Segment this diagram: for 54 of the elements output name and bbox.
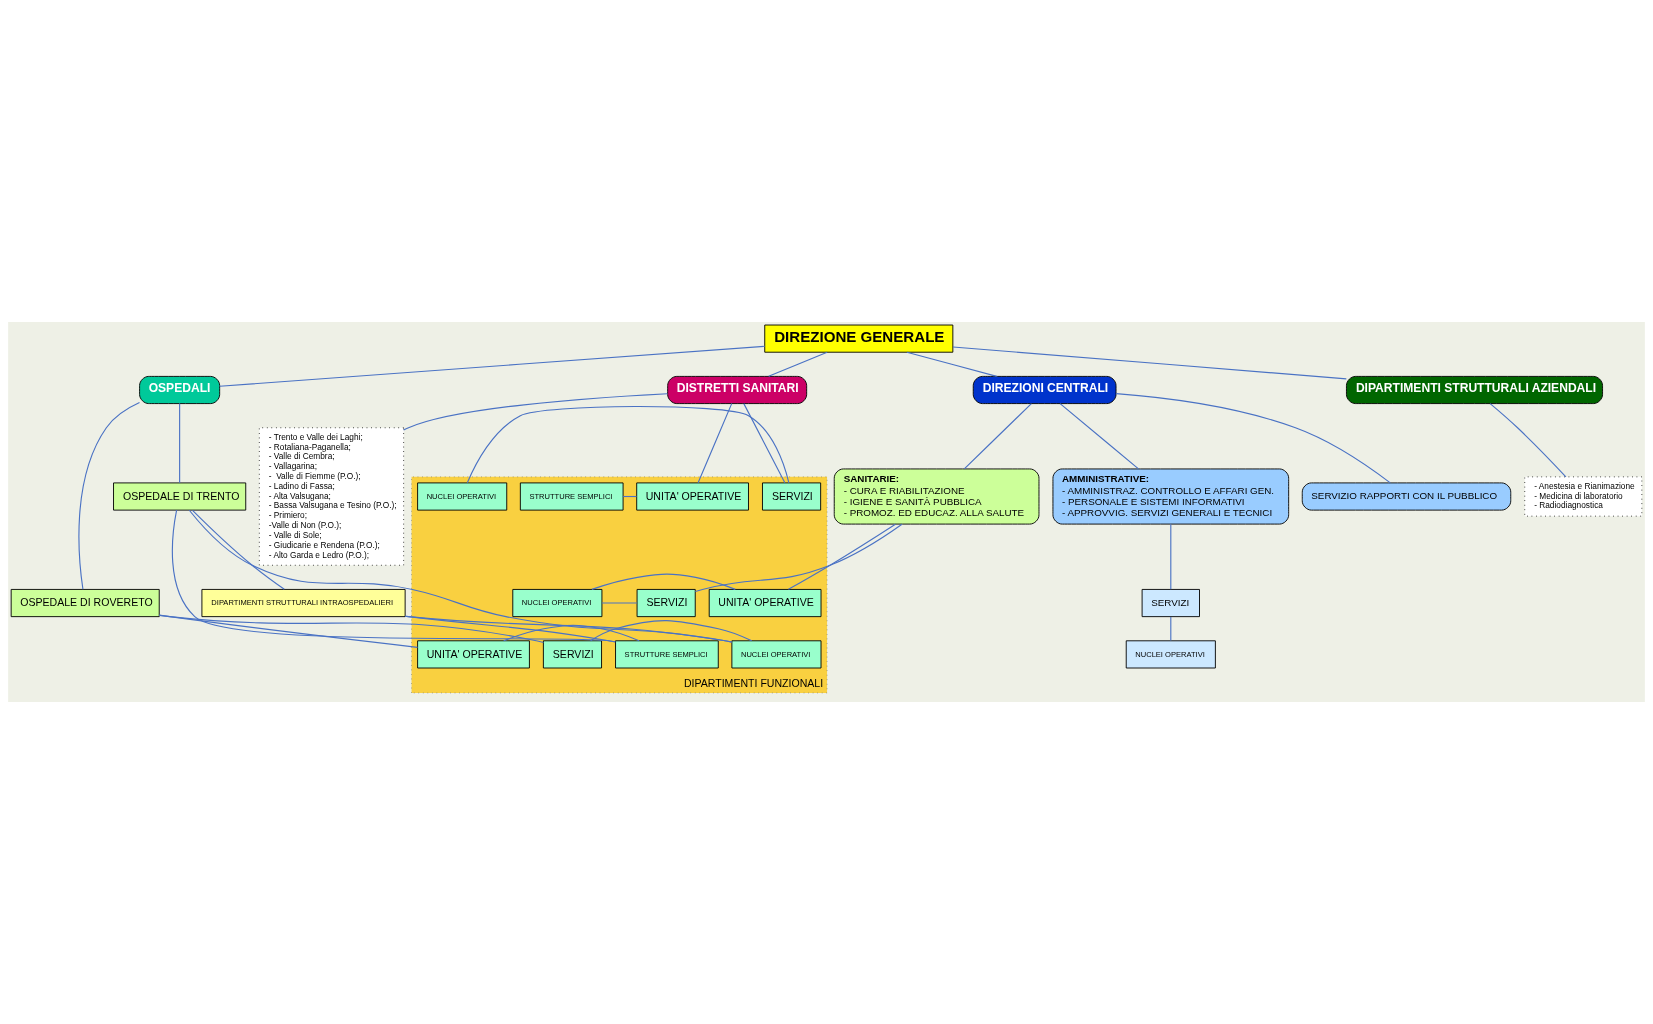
connector — [768, 351, 828, 377]
node-box: - Trento e Valle dei Laghi; - Rotaliana-Paganella; - Valle di Cembra; - Vallagarina; - Valle di Fiemme (P.O.); - Ladino di Fassa; - Alta Valsugana; - Bassa Valsugana e Tesino (P.O.); - Primiero; -Valle di Non (P.O.); - Valle di Sole; - Giudicarie e Rendena (P.O.); - Alto Garda e Ledro (P.O.); — [258, 427, 405, 566]
connector — [404, 615, 616, 643]
node-box: SERVIZI — [762, 482, 822, 511]
node-box: SERVIZI — [1141, 589, 1200, 618]
connector — [1170, 523, 1172, 590]
node-box: DIPARTIMENTI STRUTTURALI AZIENDALI — [1346, 375, 1603, 405]
connector — [403, 393, 668, 431]
node-box: STRUTTURE SEMPLICI — [519, 482, 624, 511]
node-box: UNITA' OPERATIVE — [708, 589, 822, 618]
node-box: DIREZIONE GENERALE — [764, 324, 954, 353]
node-box: SERVIZI — [542, 640, 602, 669]
connector — [404, 615, 733, 643]
connector — [466, 405, 790, 484]
connector — [601, 602, 638, 604]
node-box: DISTRETTI SANITARI — [667, 375, 808, 405]
node-box: NUCLEI OPERATIVI — [1125, 640, 1216, 669]
connector — [963, 403, 1032, 470]
connector — [158, 614, 419, 648]
node-box: NUCLEI OPERATIVI — [512, 589, 603, 618]
connector — [78, 402, 141, 590]
connector — [787, 523, 896, 590]
connector — [188, 509, 733, 643]
connector — [191, 509, 285, 590]
node-box: UNITA' OPERATIVE — [417, 640, 530, 669]
connector — [219, 345, 766, 387]
connector — [743, 403, 786, 484]
node-box: STRUTTURE SEMPLICI — [615, 640, 719, 669]
connector — [697, 403, 733, 484]
node-box: DIREZIONI CENTRALI — [972, 375, 1117, 405]
node-box: OSPEDALE DI TRENTO — [113, 482, 247, 511]
connector — [1115, 393, 1391, 484]
connector — [591, 573, 736, 590]
connector — [1489, 403, 1567, 478]
connector — [179, 403, 181, 484]
node-box: SANITARIE: - CURA E RIABILITAZIONE - IGIENE E SANITÀ PUBBLICA - PROMOZ. ED EDUCAZ. ALLA SALUTE — [833, 468, 1040, 525]
node-box: NUCLEI OPERATIVI — [417, 482, 508, 511]
node-box: SERVIZIO RAPPORTI CON IL PUBBLICO — [1301, 482, 1512, 511]
connector — [589, 620, 753, 642]
node-box: NUCLEI OPERATIVI — [731, 640, 822, 669]
connector — [906, 351, 998, 377]
connector — [1059, 403, 1140, 470]
node-box: SERVIZI — [636, 589, 696, 618]
node-box: UNITA' OPERATIVE — [636, 482, 749, 511]
node-box: AMMINISTRATIVE: - AMMINISTRAZ. CONTROLLO E AFFARI GEN. - PERSONALE E SISTEMI INFORMATIVI - APPROVVIG. SERVIZI GENERALI E TECNICI — [1052, 468, 1290, 525]
connector — [952, 346, 1347, 380]
node-box: OSPEDALI — [139, 375, 221, 405]
node-box: OSPEDALE DI ROVERETO — [10, 589, 160, 618]
connector — [171, 509, 616, 643]
connector — [503, 624, 640, 642]
node-box: - Anestesia e Rianimazione - Medicina di laboratorio - Radiodiagnostica — [1524, 476, 1643, 517]
node-box: DIPARTIMENTI STRUTTURALI INTRAOSPEDALIERI — [201, 589, 406, 618]
connector — [1170, 616, 1172, 642]
connector — [694, 523, 903, 593]
